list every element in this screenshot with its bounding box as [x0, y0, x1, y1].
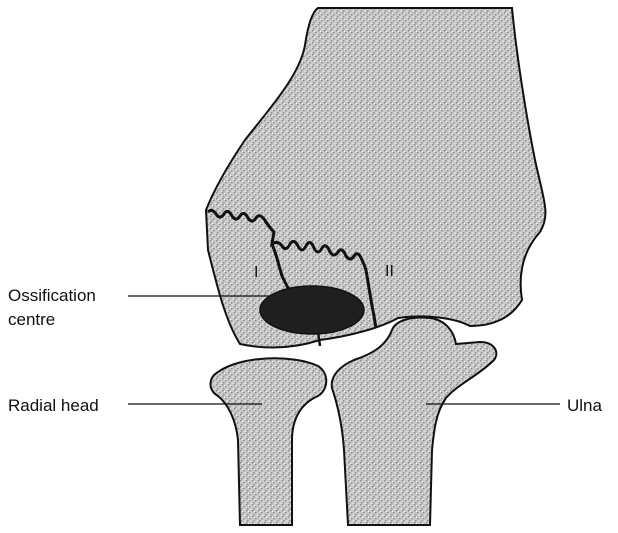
- ossification-label-line1: Ossification: [8, 286, 96, 306]
- radial-head-label: Radial head: [8, 396, 99, 416]
- radial-head-bone: [211, 358, 327, 525]
- zone-two-label: II: [385, 263, 394, 280]
- ossification-centre: [260, 286, 364, 334]
- ossification-label-line2: centre: [8, 310, 55, 330]
- ulna-label: Ulna: [567, 396, 602, 416]
- zone-one-label: I: [254, 264, 258, 281]
- ulna-bone: [332, 318, 497, 526]
